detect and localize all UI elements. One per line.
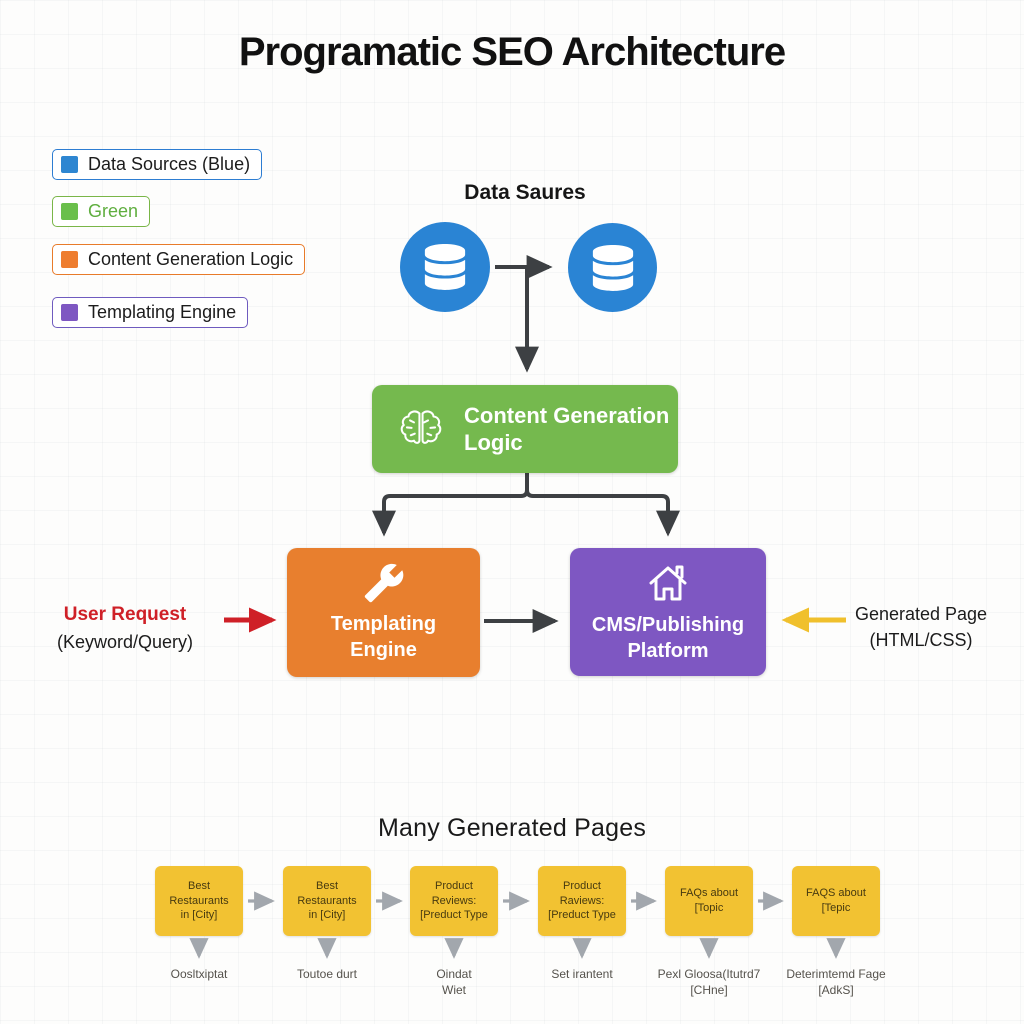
- house-icon: [649, 565, 687, 600]
- cms-platform-node: CMS/Publishing Platform: [570, 548, 766, 676]
- generated-page-caption: Toutoe durt: [296, 967, 358, 981]
- orange-swatch-icon: [61, 251, 78, 268]
- legend-item-content-generation: Content Generation Logic: [52, 244, 306, 275]
- legend-label: Green: [88, 201, 139, 221]
- content-generation-label: Content Generation Logic: [464, 402, 670, 456]
- data-sources-heading: Data Saures: [464, 181, 586, 204]
- generated-pages-heading: Many Generated Pages: [377, 814, 647, 842]
- legend-item-templating-engine: Templating Engine: [52, 297, 249, 328]
- cms-platform-label: CMS/Publishing Platform: [591, 613, 745, 662]
- brain-icon: [400, 410, 442, 444]
- generated-page-caption: Deterimtemd Fage [AdkS]: [786, 967, 886, 998]
- page-title: Programatic SEO Architecture: [238, 30, 786, 74]
- generated-page-box: Product Reviews: [Preduct Type: [410, 866, 498, 936]
- templating-engine-node: Templating Engine: [287, 548, 480, 677]
- generated-page-caption: Pexl Gloosa(Itutrd7 [CHne]: [657, 967, 761, 998]
- generated-page-label: Generated Page (HTML/CSS): [854, 604, 988, 651]
- generated-page-caption: Oindat Wiet: [436, 967, 472, 998]
- wrench-icon: [364, 563, 403, 603]
- generated-page-box: FAQS about [Tepic: [792, 866, 880, 936]
- database-icon: [592, 244, 633, 291]
- green-swatch-icon: [61, 203, 78, 220]
- legend-label: Templating Engine: [88, 302, 237, 322]
- generated-page-box: FAQs about [Topic: [665, 866, 753, 936]
- user-request-label: User Request (Keyword/Query): [56, 604, 194, 652]
- legend-label: Content Generation Logic: [88, 249, 294, 269]
- generated-page-box: Best Restaurants in [City]: [283, 866, 371, 936]
- database-icon: [424, 244, 466, 290]
- purple-swatch-icon: [61, 304, 78, 321]
- templating-engine-label: Templating Engine: [330, 613, 437, 661]
- data-source-node-2: [568, 223, 657, 312]
- data-source-node-1: [400, 222, 490, 312]
- generated-page-caption: Oosltxiptat: [170, 967, 228, 981]
- legend-label: Data Sources (Blue): [88, 154, 251, 174]
- legend-item-green: Green: [52, 196, 151, 227]
- generated-page-box: Product Raviews: [Preduct Type: [538, 866, 626, 936]
- generated-page-box: Best Restaurants in [City]: [155, 866, 243, 936]
- legend-item-data-sources: Data Sources (Blue): [52, 149, 263, 180]
- content-generation-node: Content Generation Logic: [372, 385, 678, 473]
- blue-swatch-icon: [61, 156, 78, 173]
- generated-page-caption: Set irantent: [551, 967, 613, 981]
